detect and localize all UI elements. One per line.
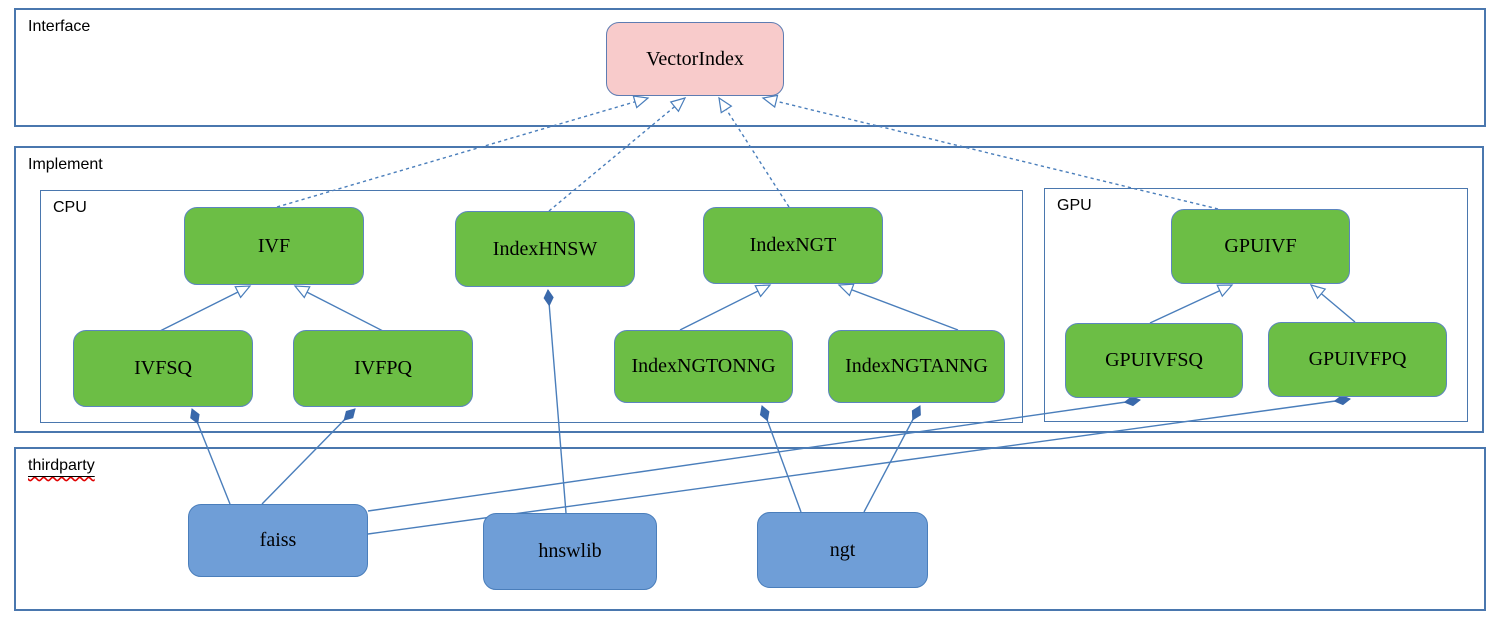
container-thirdparty-label-text: thirdparty (28, 457, 95, 474)
node-indexngtonng[interactable]: IndexNGTONNG (614, 330, 793, 403)
node-gpuivfpq-label: GPUIVFPQ (1308, 348, 1407, 370)
node-ivfsq-label: IVFSQ (134, 357, 192, 379)
node-gpuivf-label: GPUIVF (1224, 235, 1297, 257)
node-gpuivf[interactable]: GPUIVF (1171, 209, 1350, 284)
node-ivfsq[interactable]: IVFSQ (73, 330, 253, 407)
container-interface-label: Interface (28, 18, 91, 35)
node-ngt-label: ngt (829, 538, 856, 561)
node-gpuivfpq[interactable]: GPUIVFPQ (1268, 322, 1447, 397)
container-gpu-label: GPU (1057, 197, 1092, 214)
node-ivf[interactable]: IVF (184, 207, 364, 285)
node-indexngtanng[interactable]: IndexNGTANNG (828, 330, 1005, 403)
node-indexngtonng-label: IndexNGTONNG (631, 355, 776, 377)
node-vectorindex[interactable]: VectorIndex (606, 22, 784, 96)
node-vectorindex-label: VectorIndex (646, 47, 744, 70)
node-hnswlib-label: hnswlib (538, 540, 602, 562)
node-indexngt-label: IndexNGT (749, 234, 837, 256)
node-faiss[interactable]: faiss (188, 504, 368, 577)
node-gpuivfsq-label: GPUIVFSQ (1105, 349, 1203, 371)
node-indexhnsw-label: IndexHNSW (492, 237, 598, 260)
node-ivfpq-label: IVFPQ (354, 357, 412, 379)
node-hnswlib[interactable]: hnswlib (483, 513, 657, 590)
node-gpuivfsq[interactable]: GPUIVFSQ (1065, 323, 1243, 398)
node-indexhnsw[interactable]: IndexHNSW (455, 211, 635, 287)
container-cpu-label: CPU (53, 199, 87, 216)
node-indexngtanng-label: IndexNGTANNG (845, 355, 988, 377)
node-ivf-label: IVF (257, 234, 291, 257)
container-implement-label: Implement (28, 156, 103, 173)
node-indexngt[interactable]: IndexNGT (703, 207, 883, 284)
container-thirdparty-label: thirdparty (28, 457, 95, 475)
node-faiss-label: faiss (259, 529, 297, 551)
node-ngt[interactable]: ngt (757, 512, 928, 588)
node-ivfpq[interactable]: IVFPQ (293, 330, 473, 407)
